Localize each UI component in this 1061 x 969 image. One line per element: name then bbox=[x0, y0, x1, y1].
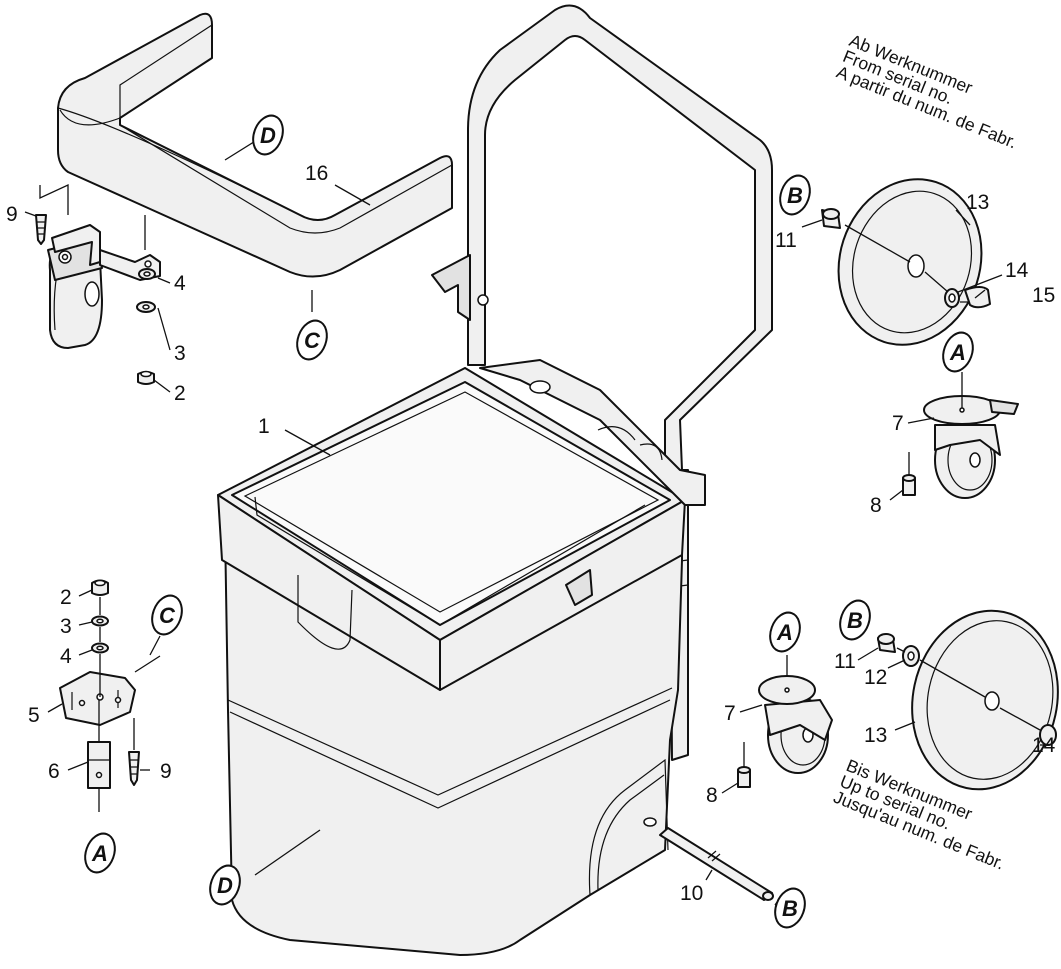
wheel-13-bottom bbox=[911, 609, 1059, 791]
label-part-13-top: 13 bbox=[966, 191, 989, 214]
leader-bottom-left-assembly bbox=[98, 597, 161, 812]
label-part-13-bottom: 13 bbox=[864, 724, 887, 747]
label-part-4-top: 4 bbox=[174, 272, 186, 295]
label-part-14-top: 14 bbox=[1005, 259, 1029, 282]
callout-b-top-right: B bbox=[779, 174, 811, 216]
top-handle-bar bbox=[57, 12, 453, 278]
main-tub bbox=[217, 359, 706, 956]
washer-12-bottom bbox=[902, 645, 920, 667]
label-part-7-bottom: 7 bbox=[724, 702, 736, 725]
label-part-3-top: 3 bbox=[174, 342, 186, 365]
label-part-12: 12 bbox=[864, 666, 887, 689]
svg-text:A: A bbox=[776, 620, 793, 645]
svg-text:C: C bbox=[304, 328, 321, 353]
label-part-3-bottom: 3 bbox=[60, 615, 72, 638]
svg-text:B: B bbox=[787, 183, 803, 208]
caster-top-left bbox=[39, 183, 161, 349]
washer-4-bottom bbox=[91, 642, 109, 654]
callout-d-top: D bbox=[252, 114, 284, 156]
axle-line-bottom bbox=[896, 647, 1041, 731]
callout-a-bottom-right: A bbox=[769, 611, 801, 653]
svg-text:A: A bbox=[949, 340, 966, 365]
axle-line-top bbox=[844, 224, 968, 303]
spacer-11-top bbox=[821, 208, 841, 229]
screw-9-bottom bbox=[128, 751, 140, 786]
label-part-16: 16 bbox=[305, 162, 328, 185]
axle-10 bbox=[659, 827, 774, 901]
part-numbers: 1 16 9 4 3 2 2 3 4 5 6 9 10 11 13 14 15 … bbox=[6, 162, 1056, 905]
screw-9-top bbox=[35, 214, 47, 245]
washer-4-top bbox=[138, 268, 156, 280]
label-part-10: 10 bbox=[680, 882, 703, 905]
lock-washer-3-bottom bbox=[91, 615, 109, 627]
svg-text:C: C bbox=[159, 603, 176, 628]
callout-b-bottom-right: B bbox=[839, 599, 871, 641]
label-part-11-top: 11 bbox=[775, 229, 797, 252]
label-part-14-bottom: 14 bbox=[1032, 734, 1056, 757]
svg-text:B: B bbox=[847, 608, 863, 633]
svg-text:D: D bbox=[260, 123, 276, 148]
svg-text:B: B bbox=[782, 896, 798, 921]
leader-lines bbox=[24, 139, 1045, 906]
lock-washer-3-top bbox=[136, 301, 156, 313]
svg-text:D: D bbox=[217, 873, 233, 898]
washer-14-top bbox=[944, 288, 960, 308]
callout-b-axle: B bbox=[774, 887, 806, 929]
label-part-9-bottom: 9 bbox=[160, 760, 172, 783]
label-part-7-top: 7 bbox=[892, 412, 904, 435]
svg-text:A: A bbox=[91, 841, 108, 866]
callout-c-top: C bbox=[296, 319, 328, 361]
label-part-2-top: 2 bbox=[174, 382, 186, 405]
callout-c-bottom-left: C bbox=[151, 594, 183, 636]
caster-7-bottom bbox=[758, 675, 833, 774]
callout-a-top-right: A bbox=[942, 331, 974, 373]
label-part-8-bottom: 8 bbox=[706, 784, 718, 807]
spacer-11-bottom bbox=[877, 633, 896, 653]
mounting-plate-5 bbox=[59, 671, 136, 726]
label-part-4-bottom: 4 bbox=[60, 645, 72, 668]
bolt-8-top bbox=[902, 474, 916, 496]
label-part-15: 15 bbox=[1032, 284, 1055, 307]
caster-7-top bbox=[923, 395, 1019, 499]
push-handle-frame bbox=[431, 4, 773, 761]
label-part-9-top: 9 bbox=[6, 203, 18, 226]
label-part-5: 5 bbox=[28, 704, 40, 727]
label-part-1: 1 bbox=[258, 415, 270, 438]
note-from-serial: Ab Werknummer From serial no. A partir d… bbox=[834, 30, 1020, 152]
label-part-2-bottom: 2 bbox=[60, 586, 72, 609]
callout-a-bottom-left: A bbox=[84, 832, 116, 874]
label-part-11-bottom: 11 bbox=[834, 650, 856, 673]
cap-15-top bbox=[964, 286, 991, 309]
bolt-8-bottom bbox=[737, 766, 751, 788]
bracket-6 bbox=[87, 741, 111, 789]
nut-2-top bbox=[137, 370, 155, 385]
label-part-6: 6 bbox=[48, 760, 60, 783]
cap-14-bottom bbox=[1039, 724, 1057, 746]
label-part-8-top: 8 bbox=[870, 494, 882, 517]
callout-d-bottom: D bbox=[209, 864, 241, 906]
nut-2-bottom bbox=[91, 579, 109, 596]
